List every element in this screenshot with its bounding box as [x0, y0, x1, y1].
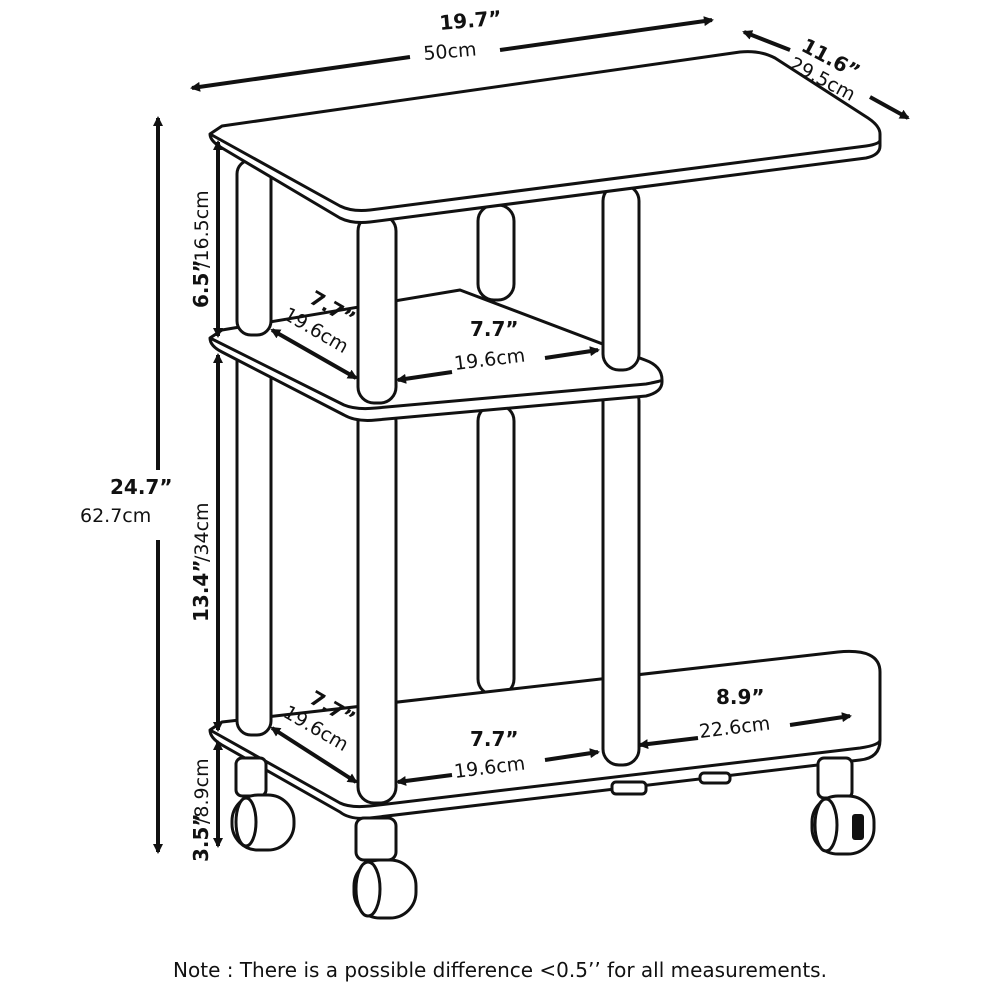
- bottom-gap-inches: 3.5”: [189, 813, 213, 862]
- bottom-right-inches: 8.9”: [716, 685, 765, 709]
- dimension-arrows: [153, 16, 910, 854]
- upper-gap-cm: /16.5cm: [191, 190, 213, 268]
- measurement-note: Note : There is a possible difference <0…: [173, 958, 827, 982]
- top-width-inches: 19.7”: [438, 6, 502, 35]
- upper-posts: [235, 158, 641, 405]
- bottom-width-inches: 7.7”: [470, 727, 519, 751]
- back-posts: [476, 203, 516, 697]
- front-caster: [352, 816, 418, 920]
- middle-shelf: [208, 288, 664, 422]
- top-shelf: [208, 50, 882, 224]
- front-posts-lower: [235, 343, 641, 805]
- total-height-cm: 62.7cm: [80, 505, 151, 527]
- middle-gap-inches: 13.4”: [189, 560, 213, 623]
- top-width-cm: 50cm: [423, 38, 478, 65]
- total-height-inches: 24.7”: [110, 475, 173, 499]
- right-caster: [810, 756, 876, 856]
- mid-shelf-width-inches: 7.7”: [470, 317, 519, 341]
- middle-gap-cm: /34cm: [191, 502, 213, 562]
- left-back-caster: [230, 756, 296, 852]
- upper-gap-inches: 6.5”: [189, 259, 213, 308]
- bottom-gap-cm: /8.9cm: [191, 758, 213, 824]
